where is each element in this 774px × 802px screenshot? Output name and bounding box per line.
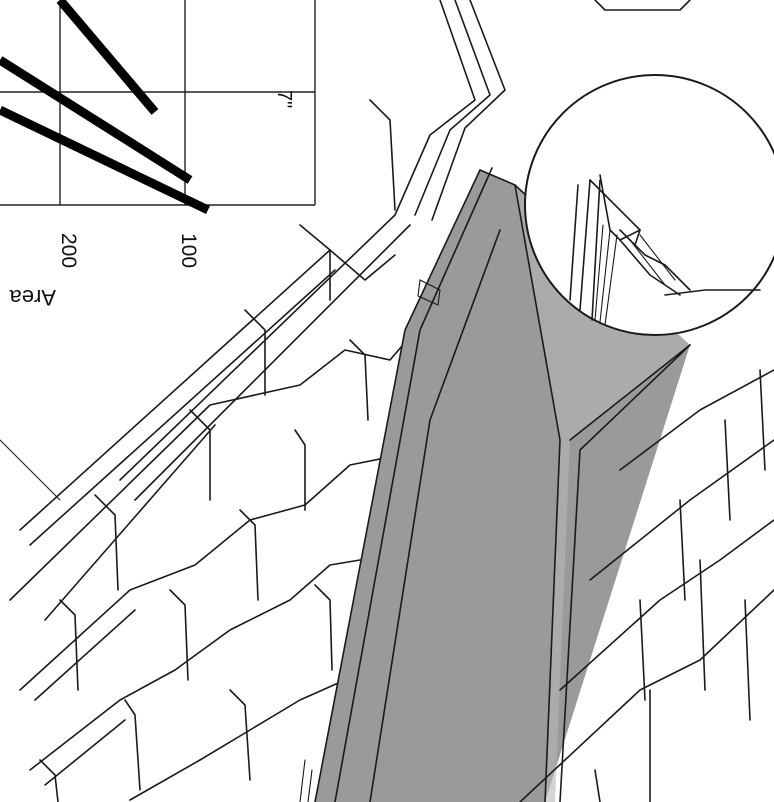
shingle-joint	[349, 339, 369, 421]
detail-shingle-edge	[619, 239, 681, 296]
detail-magnifier	[524, 74, 774, 336]
chart-inset: 200 100 Area 7"	[0, 0, 316, 310]
roof-edge	[431, 0, 506, 221]
shingle-joint	[679, 499, 686, 601]
shingle-course	[559, 519, 774, 691]
shingle-joint	[189, 409, 211, 501]
shingle-joint	[699, 559, 706, 691]
detail-hatch	[594, 224, 618, 326]
label-box-fragment	[594, 0, 691, 11]
detail-flashing-edge	[579, 179, 591, 311]
shingle-course	[589, 439, 774, 581]
chart-curve	[56, 0, 159, 115]
shingle-course	[44, 719, 126, 786]
flashing-crease	[514, 184, 561, 802]
flashing-edge	[569, 344, 691, 441]
shingle-joint	[0, 439, 61, 501]
shingle-joint	[94, 494, 119, 591]
shingle-joint	[759, 369, 766, 471]
flashing-edge	[299, 759, 306, 802]
shingle-course	[129, 679, 346, 801]
flashing-edge	[314, 169, 481, 802]
shingle-joint	[124, 699, 141, 791]
shingle-course	[34, 609, 136, 701]
chart-tick-label: 100	[177, 233, 200, 268]
detail-roof-line	[664, 289, 761, 296]
shingle-joint	[639, 599, 646, 701]
flashing-clip	[417, 279, 441, 306]
shingle-joint	[239, 509, 259, 601]
chart-tick-label: 200	[57, 233, 80, 268]
shingle-joint	[229, 689, 251, 781]
detail-flashing-edge	[569, 184, 579, 301]
flashing-edge	[334, 167, 493, 802]
detail-flashing-edge	[591, 179, 601, 321]
detail-hem	[599, 174, 641, 241]
shingle-course	[19, 249, 396, 531]
detail-hatch	[629, 234, 676, 286]
shingle-course	[29, 269, 336, 546]
shingle-joint	[39, 759, 59, 802]
roof-edge	[414, 0, 491, 216]
shingle-joint	[169, 589, 189, 681]
shingle-joint	[314, 584, 333, 671]
chart-curve	[0, 105, 210, 215]
chart-curve	[0, 56, 193, 184]
flashing-edge	[307, 769, 313, 802]
right-roof-shingles	[519, 369, 774, 802]
left-roof-shingles	[0, 0, 506, 802]
chart-axis-label: Area	[9, 285, 56, 310]
roof-edge	[119, 0, 476, 481]
flashing-fold	[369, 229, 501, 802]
chart-curve-label: 7"	[273, 90, 295, 108]
shingle-course	[29, 559, 361, 771]
shingle-joint	[369, 99, 396, 211]
shingle-joint	[59, 599, 79, 691]
valley-flashing	[299, 167, 691, 802]
shingle-course	[9, 324, 421, 601]
shingle-joint	[724, 419, 731, 521]
valley-metal-highlight	[515, 185, 690, 802]
shingle-joint	[744, 599, 751, 721]
shingle-course	[519, 589, 774, 802]
shingle-joint	[299, 224, 331, 301]
shingle-course	[619, 369, 774, 471]
shingle-joint	[294, 429, 306, 511]
shingle-course	[44, 424, 216, 621]
detail-circle	[524, 74, 774, 336]
shingle-joint	[594, 769, 601, 802]
roof-edge	[134, 224, 411, 501]
shingle-joint	[244, 309, 266, 396]
